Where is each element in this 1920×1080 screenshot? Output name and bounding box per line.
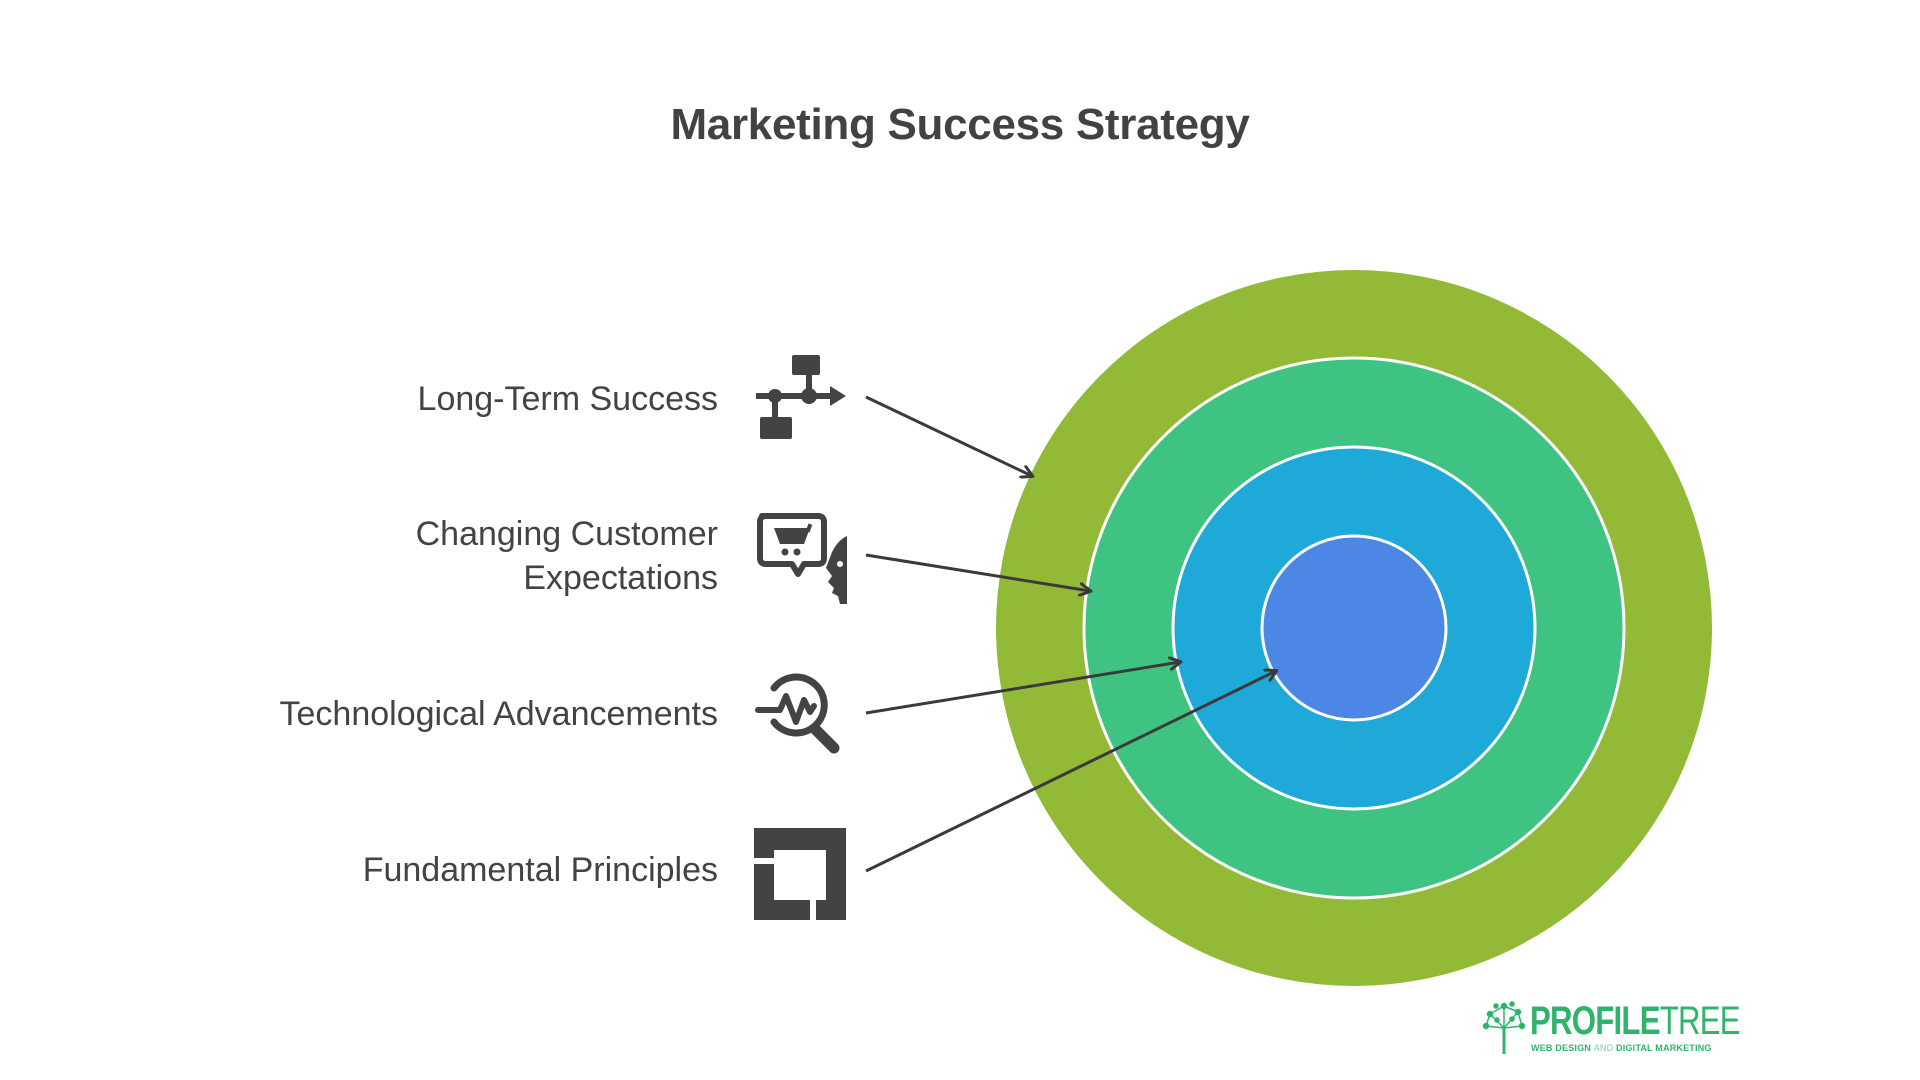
logo-word-light: TREE (1659, 999, 1741, 1043)
tagline-part-1: WEB DESIGN (1531, 1043, 1594, 1053)
workflow-diagram-icon (756, 355, 846, 439)
label-line-1: Changing Customer (415, 515, 718, 553)
label-fundamental-principles: Fundamental Principles (362, 851, 718, 889)
logo-tagline: WEB DESIGN AND DIGITAL MARKETING (1531, 1043, 1712, 1053)
label-line-2: Expectations (523, 559, 718, 597)
arrow-fundamental-principles (865, 671, 1276, 873)
tagline-part-2: AND (1593, 1043, 1617, 1053)
arrow-long-term-success (865, 395, 1032, 476)
bracket-square-icon (754, 828, 846, 920)
shopping-chat-face-icon (757, 513, 847, 604)
analytics-magnifier-icon (755, 673, 840, 754)
arrow-technological-advancements (865, 662, 1180, 715)
label-changing-customer-expectations: Changing Customer Expectations (416, 512, 718, 600)
diagram-title: Marketing Success Strategy (670, 100, 1250, 149)
label-technological-advancements: Technological Advancements (279, 695, 719, 733)
tree-network-icon (1482, 1001, 1526, 1054)
logo-wordmark: PROFILETREE (1530, 999, 1741, 1043)
label-long-term-success: Long-Term Success (417, 380, 718, 418)
logo-word-bold: PROFILE (1530, 999, 1661, 1043)
tagline-part-3: DIGITAL MARKETING (1616, 1043, 1712, 1053)
arrow-changing-customer-expectations (865, 553, 1090, 591)
profiletree-logo: PROFILETREE WEB DESIGN AND DIGITAL MARKE… (1482, 998, 1741, 1058)
inner-circle (1260, 534, 1448, 722)
